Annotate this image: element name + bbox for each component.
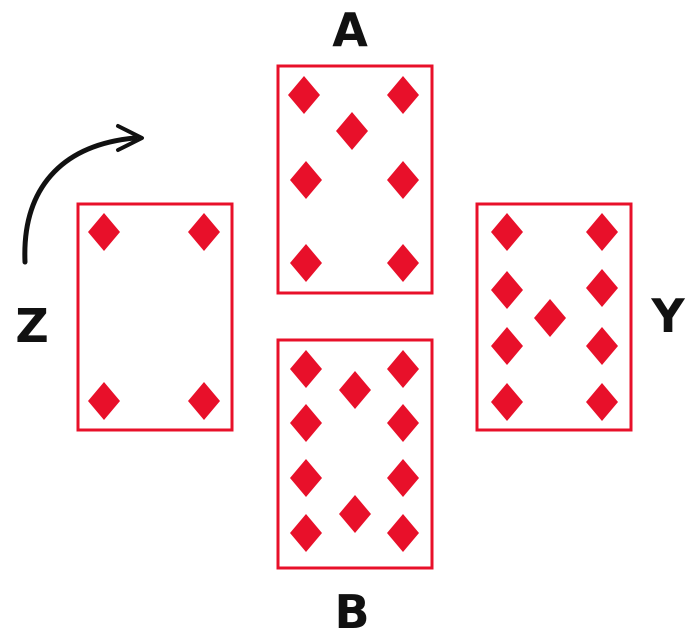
diamond-pip-icon	[339, 371, 371, 409]
diamond-pip-icon	[586, 383, 618, 421]
diamond-pip-icon	[586, 213, 618, 251]
label-z: Z	[15, 299, 48, 353]
diamond-pip-icon	[387, 244, 419, 282]
diamond-pip-icon	[290, 514, 322, 552]
diamond-pip-icon	[387, 404, 419, 442]
diamond-pip-icon	[336, 112, 368, 150]
diamond-pip-icon	[290, 459, 322, 497]
diamond-pip-icon	[88, 213, 120, 251]
card-border	[475, 202, 633, 432]
diamond-pip-icon	[339, 495, 371, 533]
card-z	[76, 202, 234, 432]
diamond-pip-icon	[491, 383, 523, 421]
diamond-pip-icon	[290, 404, 322, 442]
card-border	[276, 338, 434, 570]
curved-arrow-icon	[22, 124, 144, 265]
diamond-pip-icon	[387, 161, 419, 199]
label-y: Y	[650, 289, 685, 343]
diamond-pip-icon	[491, 213, 523, 251]
label-b: B	[334, 585, 369, 639]
diamond-pip-icon	[290, 350, 322, 388]
diamond-pip-icon	[188, 213, 220, 251]
diamond-pip-icon	[586, 269, 618, 307]
diamond-pip-icon	[387, 514, 419, 552]
diamond-pip-icon	[491, 327, 523, 365]
card-y	[475, 202, 633, 432]
diamond-pip-icon	[387, 350, 419, 388]
card-b	[276, 338, 434, 570]
label-a: A	[332, 3, 368, 57]
diamond-pip-icon	[88, 382, 120, 420]
card-border	[76, 202, 234, 432]
diamond-pip-icon	[188, 382, 220, 420]
card-a	[276, 64, 434, 295]
diamond-pip-icon	[290, 244, 322, 282]
card-border	[276, 64, 434, 295]
diamond-pip-icon	[534, 299, 566, 337]
diamond-pip-icon	[586, 327, 618, 365]
diamond-pip-icon	[387, 76, 419, 114]
diamond-pip-icon	[290, 161, 322, 199]
diamond-pip-icon	[387, 459, 419, 497]
diamond-pip-icon	[288, 76, 320, 114]
diamond-pip-icon	[491, 271, 523, 309]
